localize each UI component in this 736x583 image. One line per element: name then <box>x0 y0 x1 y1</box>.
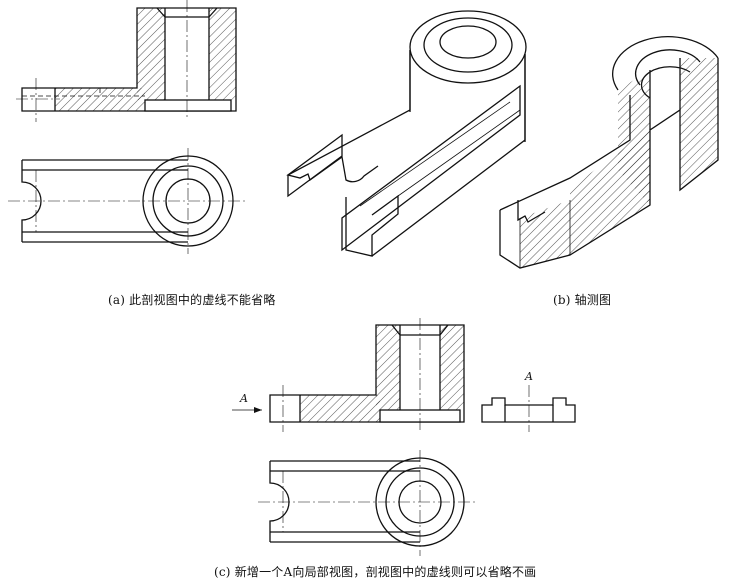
view-arrow-label: A <box>239 392 248 405</box>
view-title-label: A <box>524 370 533 383</box>
caption-c: (c) 新增一个A向局部视图，剖视图中的虚线则可以省略不画 <box>214 565 537 579</box>
view-c-front-section: A <box>232 318 465 432</box>
view-a-top <box>8 148 246 254</box>
view-a-front-section <box>16 0 237 122</box>
view-b-isometric-2 <box>499 36 719 269</box>
caption-b: (b) 轴测图 <box>553 293 612 307</box>
caption-a: (a) 此剖视图中的虚线不能省略 <box>108 293 276 307</box>
view-b-isometric-1 <box>286 10 527 257</box>
view-c-local-view-a: A <box>481 370 576 432</box>
view-c-top <box>258 450 478 556</box>
